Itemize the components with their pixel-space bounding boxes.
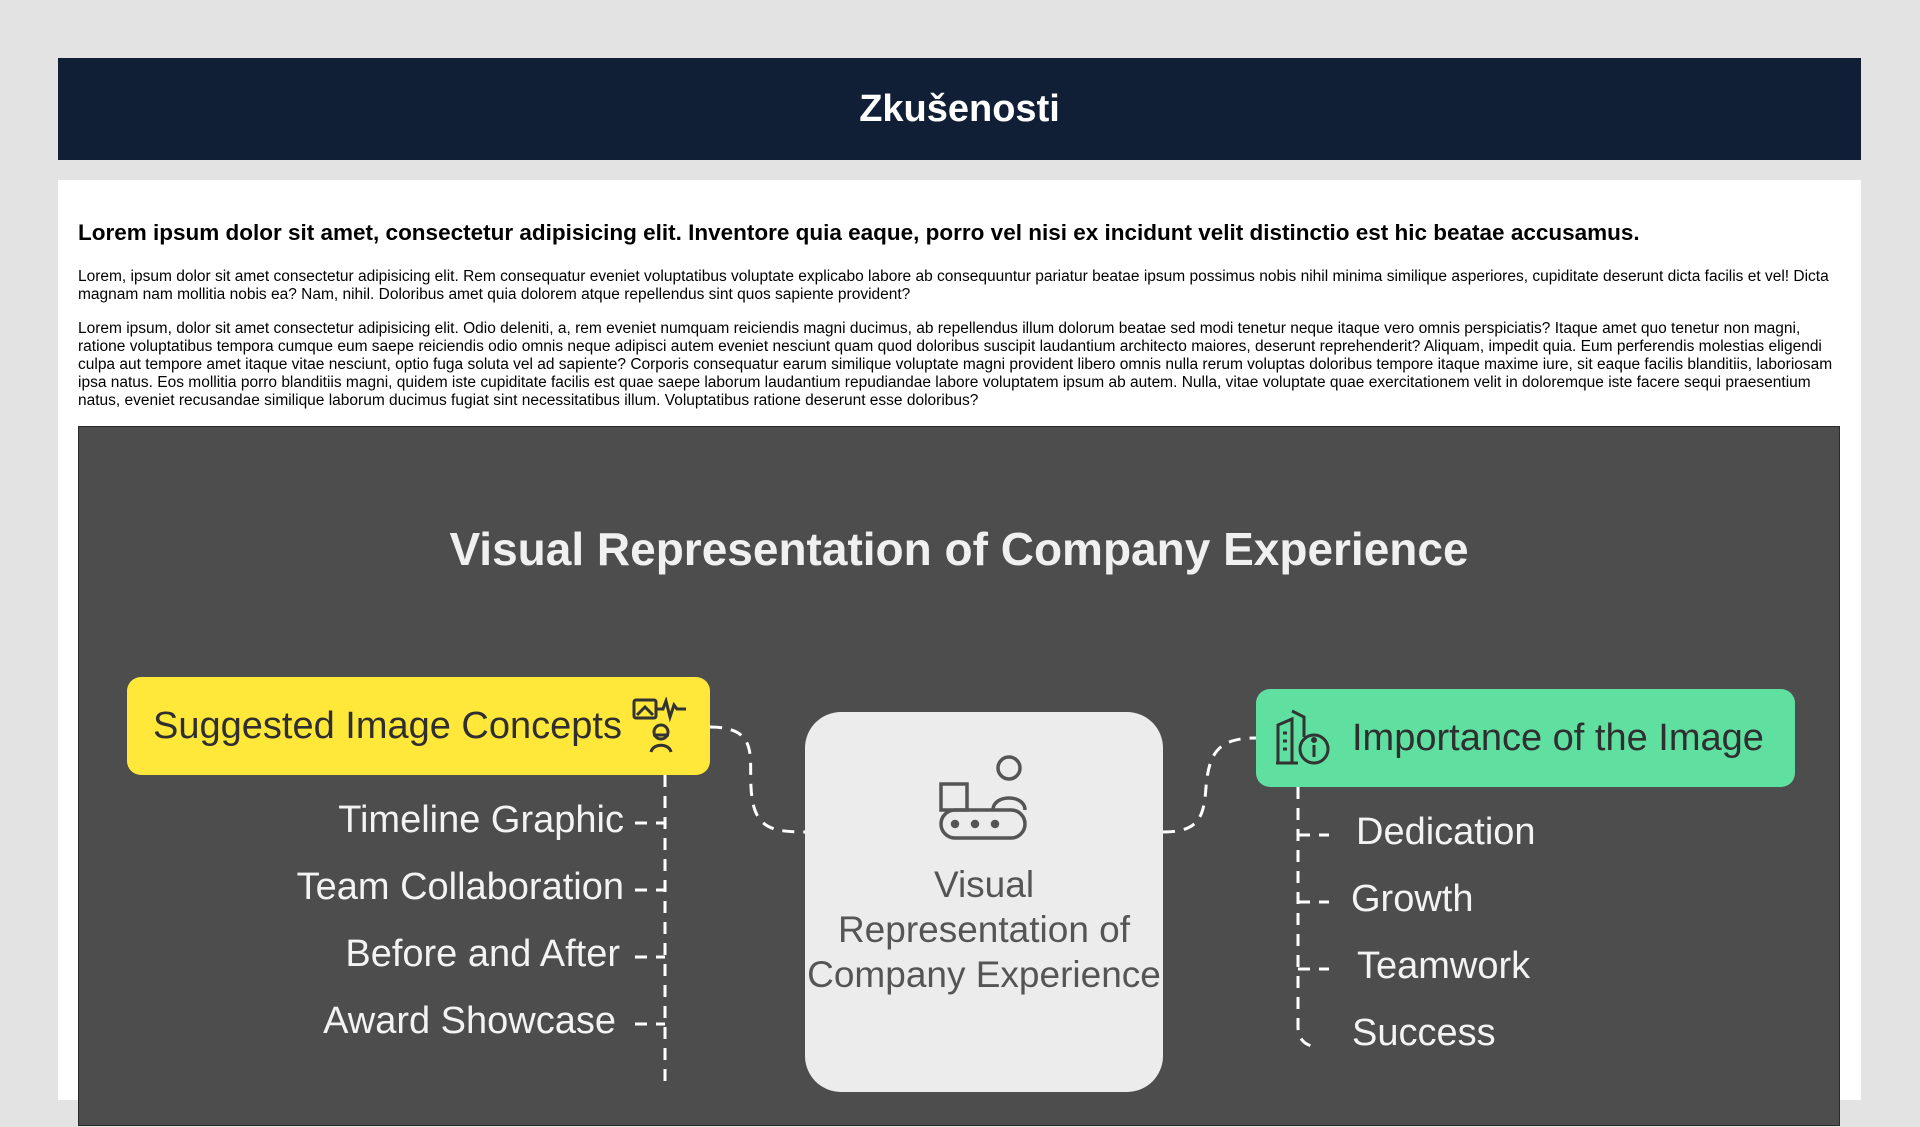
list-item: Success bbox=[1352, 1012, 1496, 1054]
suggested-image-concepts-label: Suggested Image Concepts bbox=[153, 704, 622, 747]
list-item: Growth bbox=[1351, 878, 1474, 920]
list-item: Timeline Graphic bbox=[338, 799, 624, 841]
body-paragraph-2: Lorem ipsum, dolor sit amet consectetur … bbox=[78, 320, 1833, 409]
list-item: Dedication bbox=[1356, 811, 1536, 853]
list-item: Before and After bbox=[345, 933, 620, 975]
page-title: Zkušenosti bbox=[859, 87, 1060, 130]
page-header: Zkušenosti bbox=[58, 58, 1861, 160]
importance-of-image-label: Importance of the Image bbox=[1352, 716, 1764, 759]
lead-paragraph: Lorem ipsum dolor sit amet, consectetur … bbox=[78, 220, 1640, 245]
center-node: Visual Representation of Company Experie… bbox=[805, 712, 1163, 1092]
content-card: Lorem ipsum dolor sit amet, consectetur … bbox=[58, 180, 1861, 1126]
body-paragraph-1: Lorem, ipsum dolor sit amet consectetur … bbox=[78, 268, 1829, 303]
list-item: Award Showcase bbox=[323, 1000, 616, 1042]
importance-of-image-node: Importance of the Image bbox=[1256, 689, 1795, 787]
diagram-title: Visual Representation of Company Experie… bbox=[449, 523, 1469, 575]
suggested-image-concepts-node: Suggested Image Concepts bbox=[127, 677, 710, 775]
connector-lines bbox=[635, 725, 1329, 1087]
center-node-label: Visual Representation of Company Experie… bbox=[807, 864, 1161, 995]
experience-diagram: Visual Representation of Company Experie… bbox=[78, 426, 1840, 1126]
list-item: Team Collaboration bbox=[296, 866, 624, 908]
list-item: Teamwork bbox=[1357, 945, 1531, 987]
